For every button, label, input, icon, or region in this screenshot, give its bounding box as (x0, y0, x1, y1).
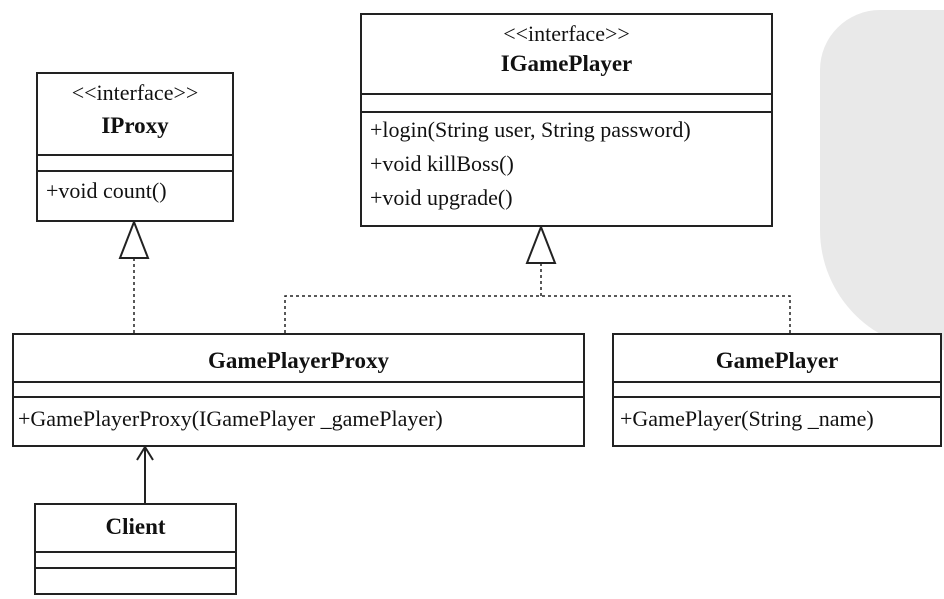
gameplayerproxy-operations-compartment: +GamePlayerProxy(IGamePlayer _gamePlayer… (14, 396, 583, 447)
gameplayerproxy-name: GamePlayerProxy (208, 348, 389, 373)
operation-text: +void killBoss() (370, 151, 514, 176)
igameplayer-attributes-compartment (362, 93, 771, 109)
realization-arrowhead-iproxy (118, 219, 150, 259)
operation-text: +GamePlayerProxy(IGamePlayer _gamePlayer… (18, 406, 443, 431)
iproxy-name: IProxy (101, 113, 169, 138)
operation-text: +void upgrade() (370, 185, 513, 210)
iproxy-stereotype: <<interface>> (71, 80, 199, 105)
client-name: Client (105, 514, 166, 539)
igameplayer-name: IGamePlayer (500, 51, 633, 76)
watermark-logo (820, 10, 944, 350)
operation-text: +login(String user, String password) (370, 117, 691, 142)
gameplayer-operations-compartment: +GamePlayer(String _name) (614, 396, 940, 447)
operation-text: +GamePlayer(String _name) (620, 406, 874, 431)
gameplayer-name: GamePlayer (715, 348, 839, 373)
class-iproxy[interactable]: <<interface>> IProxy +void count() (36, 72, 234, 222)
class-client[interactable]: Client (34, 503, 237, 595)
gameplayerproxy-attributes-compartment (14, 381, 583, 396)
igameplayer-operations-compartment: +login(String user, String password) +vo… (362, 111, 771, 227)
class-gameplayerproxy[interactable]: GamePlayerProxy +GamePlayerProxy(IGamePl… (12, 333, 585, 447)
uml-class-diagram: <<interface>> IProxy +void count() <<int… (12, 10, 944, 595)
igameplayer-stereotype: <<interface>> (503, 21, 630, 46)
client-attributes-compartment (36, 551, 235, 567)
association-arrowhead-proxy (136, 445, 154, 461)
iproxy-attributes-compartment (38, 154, 232, 170)
realization-arrowhead-igameplayer (525, 224, 557, 264)
connector-layer (118, 219, 791, 503)
iproxy-operations-compartment: +void count() (38, 170, 232, 222)
gameplayer-attributes-compartment (614, 381, 940, 396)
class-igameplayer[interactable]: <<interface>> IGamePlayer +login(String … (360, 13, 773, 227)
class-gameplayer[interactable]: GamePlayer +GamePlayer(String _name) (612, 333, 942, 447)
operation-text: +void count() (46, 178, 167, 203)
client-operations-compartment (36, 567, 235, 599)
realization-bus-igameplayer (284, 295, 791, 333)
